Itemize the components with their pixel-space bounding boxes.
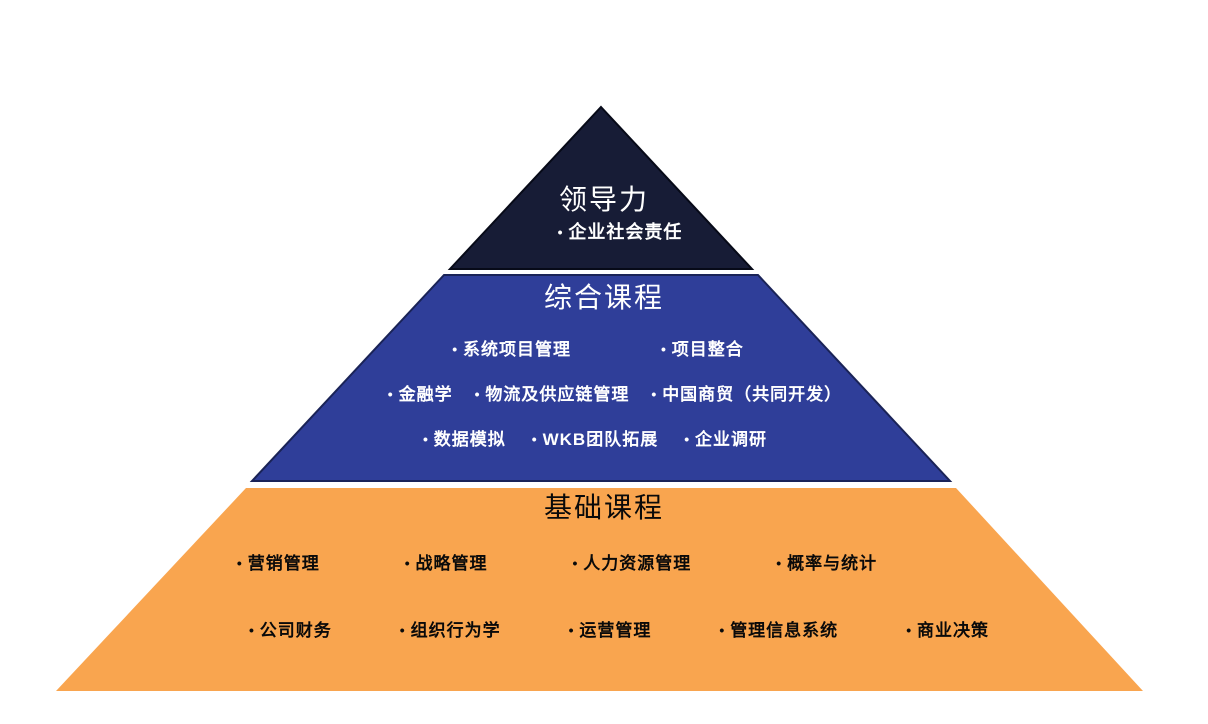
tier-integrated-trapezoid [252,275,950,481]
tier-leadership-outline [447,105,755,270]
tier-integrated-outline [249,274,953,482]
tier-leadership-triangle [450,107,752,269]
tier-foundation-trapezoid [56,488,1143,691]
